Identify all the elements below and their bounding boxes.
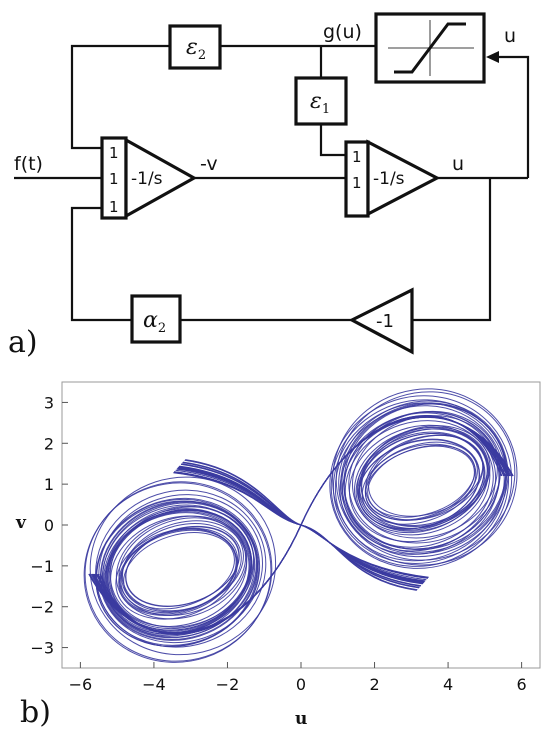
gain-box-alpha2 bbox=[130, 294, 182, 344]
trajectory-loop-right bbox=[348, 424, 491, 543]
wire-u-to-inverter bbox=[412, 178, 492, 322]
wire-alpha2-to-integrator1 bbox=[70, 206, 132, 322]
trajectory-loop-left bbox=[123, 532, 235, 610]
x-tick-label: −4 bbox=[142, 675, 166, 694]
inverter-gain-label: -1 bbox=[376, 311, 394, 332]
integrator2-triangle bbox=[366, 139, 441, 217]
trajectory-loop-left bbox=[84, 481, 273, 662]
arrow-into-g-icon bbox=[486, 51, 499, 63]
wire-u-to-g bbox=[498, 55, 530, 178]
trajectory-loop-right bbox=[335, 391, 516, 561]
integrator2-gain-label: -1/s bbox=[373, 169, 405, 189]
x-axis-ticks: −6 −4 −2 0 2 4 6 bbox=[69, 662, 527, 694]
panel-b-label: b) bbox=[20, 695, 51, 730]
x-tick-label: 6 bbox=[517, 675, 527, 694]
trajectory bbox=[83, 388, 518, 663]
epsilon1-label: ε1 bbox=[310, 89, 330, 117]
trajectory-loop-right bbox=[330, 399, 510, 567]
x-tick-label: 0 bbox=[296, 675, 306, 694]
y-tick-label: −3 bbox=[30, 639, 54, 658]
integrator1-weight-3: 1 bbox=[109, 198, 119, 216]
y-tick-label: 0 bbox=[44, 516, 54, 535]
saturation-curve-icon bbox=[394, 22, 466, 74]
x-axis-label: u bbox=[295, 709, 307, 729]
trajectory-loop-left bbox=[125, 525, 240, 607]
nonlinearity-input-label: u bbox=[504, 25, 516, 47]
integrator1-weight-1: 1 bbox=[109, 144, 119, 162]
trajectory-loop-left bbox=[119, 529, 237, 615]
gain-box-epsilon1 bbox=[294, 76, 348, 126]
input-f-label: f(t) bbox=[14, 153, 43, 175]
trajectory-loop-left bbox=[95, 498, 260, 647]
trajectory-loop-right bbox=[361, 443, 477, 525]
y-tick-label: −2 bbox=[30, 598, 54, 617]
x-tick-label: 4 bbox=[443, 675, 453, 694]
trajectory-loop-left bbox=[89, 476, 277, 656]
phase-portrait: −6 −4 −2 0 2 4 6 −3 −2 −1 0 1 2 3 u v b) bbox=[15, 381, 541, 730]
trajectory-loop-right bbox=[364, 441, 478, 521]
wire-eps2-to-integrator1 bbox=[70, 44, 170, 150]
gain-box-epsilon2 bbox=[168, 24, 222, 70]
trajectory-loop-left bbox=[121, 523, 242, 613]
trajectory-loop-right bbox=[344, 420, 494, 548]
trajectory-loop-right bbox=[343, 403, 507, 551]
trajectory-loop-left bbox=[118, 528, 238, 616]
g-of-u-label: g(u) bbox=[323, 21, 362, 43]
x-tick-label: 2 bbox=[369, 675, 379, 694]
integrator1-weight-2: 1 bbox=[109, 170, 119, 188]
y-tick-label: 2 bbox=[44, 434, 54, 453]
trajectory-loop-right bbox=[358, 439, 480, 530]
trajectory-loop-left bbox=[109, 506, 255, 628]
trajectory-loop-right bbox=[332, 388, 518, 566]
trajectory-loop-left bbox=[83, 482, 272, 663]
y-tick-label: 3 bbox=[44, 393, 54, 412]
integrator1-triangle bbox=[124, 137, 198, 219]
x-tick-label: −2 bbox=[216, 675, 240, 694]
integrator2-weight-2: 1 bbox=[352, 174, 362, 192]
y-axis-label: v bbox=[15, 513, 27, 533]
integrator2-weight-1: 1 bbox=[352, 148, 362, 166]
integrator1-gain-label: -1/s bbox=[131, 169, 163, 189]
y-tick-label: 1 bbox=[44, 475, 54, 494]
x-tick-label: −6 bbox=[69, 675, 93, 694]
trajectory-loop-left bbox=[118, 517, 247, 616]
epsilon2-label: ε2 bbox=[186, 35, 206, 63]
block-diagram: ε2 ε1 g(u) u 1 1 1 -1/s -v 1 1 -1/s u f(… bbox=[8, 12, 530, 360]
minus-v-label: -v bbox=[200, 153, 218, 175]
trajectory-strand bbox=[93, 416, 509, 634]
trajectory-loop-left bbox=[95, 489, 267, 648]
inverter-triangle bbox=[348, 287, 414, 355]
u-output-label: u bbox=[452, 153, 464, 175]
trajectory-loop-right bbox=[329, 395, 513, 569]
y-axis-ticks: −3 −2 −1 0 1 2 3 bbox=[30, 393, 68, 658]
alpha2-label: α2 bbox=[143, 308, 166, 336]
trajectory-loop-right bbox=[355, 431, 486, 534]
y-tick-label: −1 bbox=[30, 557, 54, 576]
trajectory-loop-right bbox=[332, 402, 507, 564]
wire-eps1-to-integrator2 bbox=[319, 124, 346, 157]
integrator1-summing-box bbox=[100, 136, 128, 220]
panel-a-label: a) bbox=[8, 325, 38, 360]
